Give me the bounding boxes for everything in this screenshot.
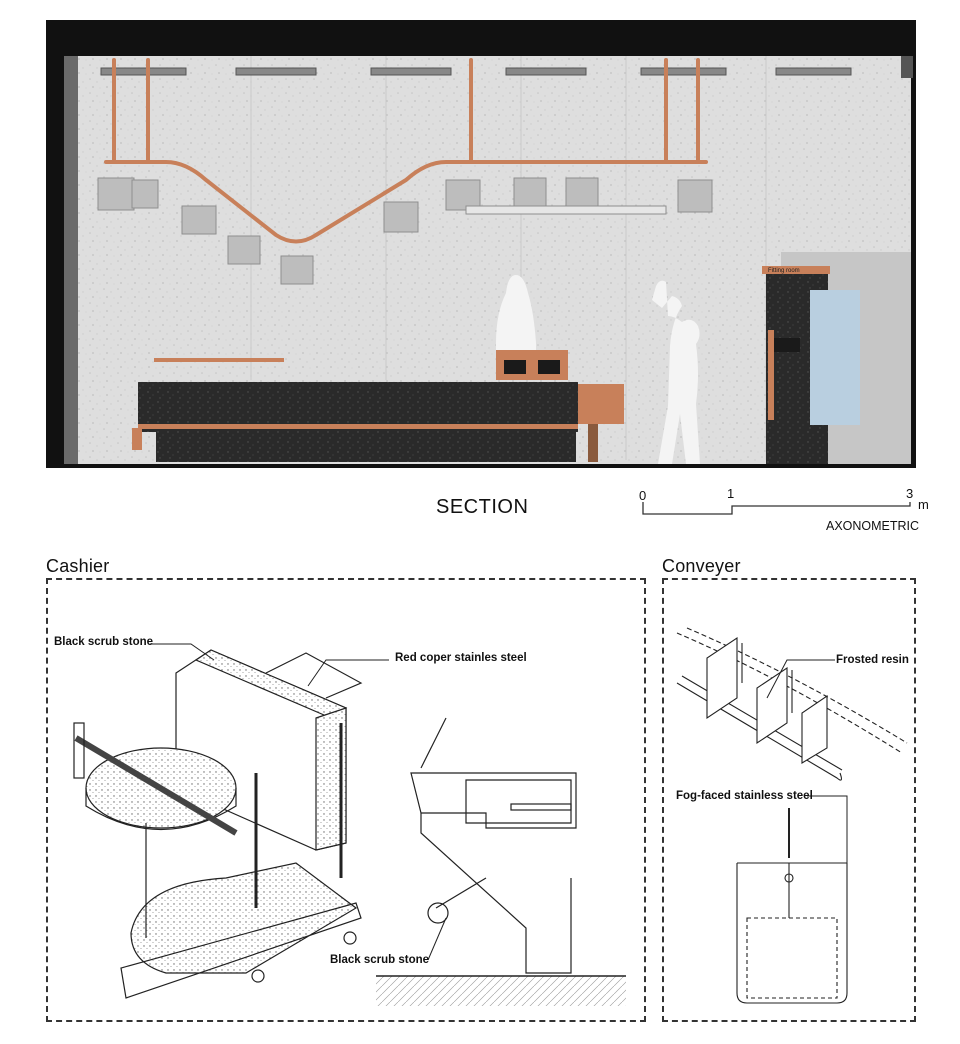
cashier-panel [46, 578, 646, 1022]
section-drawing: Fitting room [46, 20, 916, 468]
scale-tick-3: 3 [906, 486, 914, 501]
fitting-room-sign: Fitting room [768, 268, 800, 274]
cashier-label-steel: Red coper stainles steel [395, 652, 527, 664]
cashier-title: Cashier [46, 556, 110, 576]
conveyer-label-resin: Frosted resin [836, 654, 909, 666]
conveyor-rail [104, 58, 708, 244]
scale-tick-0: 0 [639, 488, 647, 503]
conveyer-drawing [676, 627, 908, 1004]
conveyer-label-steel: Fog-faced stainless steel [676, 790, 813, 802]
section-title: SECTION [436, 496, 529, 518]
axonometric-caption: AXONOMETRIC [826, 519, 920, 533]
figures-silhouettes [496, 275, 700, 464]
scale-unit: m [918, 497, 929, 512]
scale-tick-1: 1 [727, 486, 735, 501]
cashier-counter [132, 350, 624, 462]
hanging-hangers [97, 177, 713, 285]
cashier-label-stone-bottom: Black scrub stone [330, 954, 430, 966]
scale-bar [642, 502, 911, 515]
conveyer-title: Conveyer [662, 556, 741, 576]
cashier-drawing [73, 643, 626, 1006]
ceiling-lights [100, 67, 852, 76]
cashier-label-stone-top: Black scrub stone [54, 636, 154, 648]
conveyer-panel [662, 578, 916, 1022]
fitting-room [762, 252, 911, 464]
